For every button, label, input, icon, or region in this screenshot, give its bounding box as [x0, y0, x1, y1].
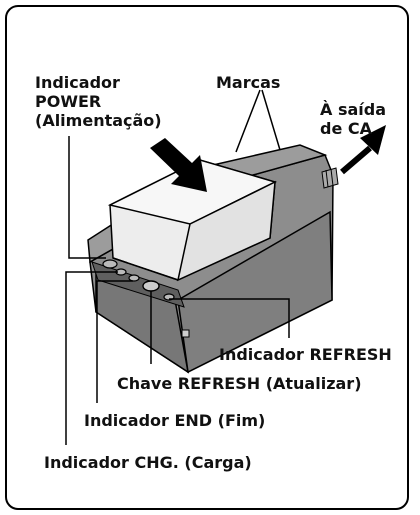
power-indicator-label: Indicador POWER (Alimentação): [35, 73, 162, 130]
end-indicator-label: Indicador END (Fim): [84, 411, 266, 430]
battery-pack: [107, 159, 278, 282]
ac-label-line1: À saída: [320, 100, 387, 119]
insert-arrow-icon: [150, 138, 207, 192]
chg-leader-line: [65, 271, 118, 445]
marcas-leader-line-1: [235, 89, 261, 153]
power-label-line1: Indicador: [35, 73, 120, 92]
refresh-indicator-label: Indicador REFRESH: [219, 345, 392, 364]
leader-lines: [65, 89, 290, 445]
chg-indicator-label: Indicador CHG. (Carga): [44, 453, 252, 472]
front-panel: [91, 259, 185, 308]
end-led-icon: [128, 274, 140, 282]
ac-output-label: À saída de CA: [320, 100, 386, 138]
power-label-line2: POWER: [35, 92, 102, 111]
ac-label-line2: de CA: [320, 119, 372, 138]
marcas-label: Marcas: [216, 73, 281, 92]
ac-output-arrow-icon: [340, 125, 386, 175]
end-leader-line: [96, 280, 133, 403]
power-led-icon: [102, 259, 118, 269]
ac-cord: [321, 167, 339, 189]
refresh-leader-line: [169, 298, 290, 338]
power-label-line3: (Alimentação): [35, 111, 162, 130]
marcas-leader-line-2: [261, 89, 281, 151]
power-leader-line: [68, 136, 106, 259]
refresh-switch-icon: [142, 280, 160, 292]
refresh-switch-label: Chave REFRESH (Atualizar): [117, 374, 362, 393]
